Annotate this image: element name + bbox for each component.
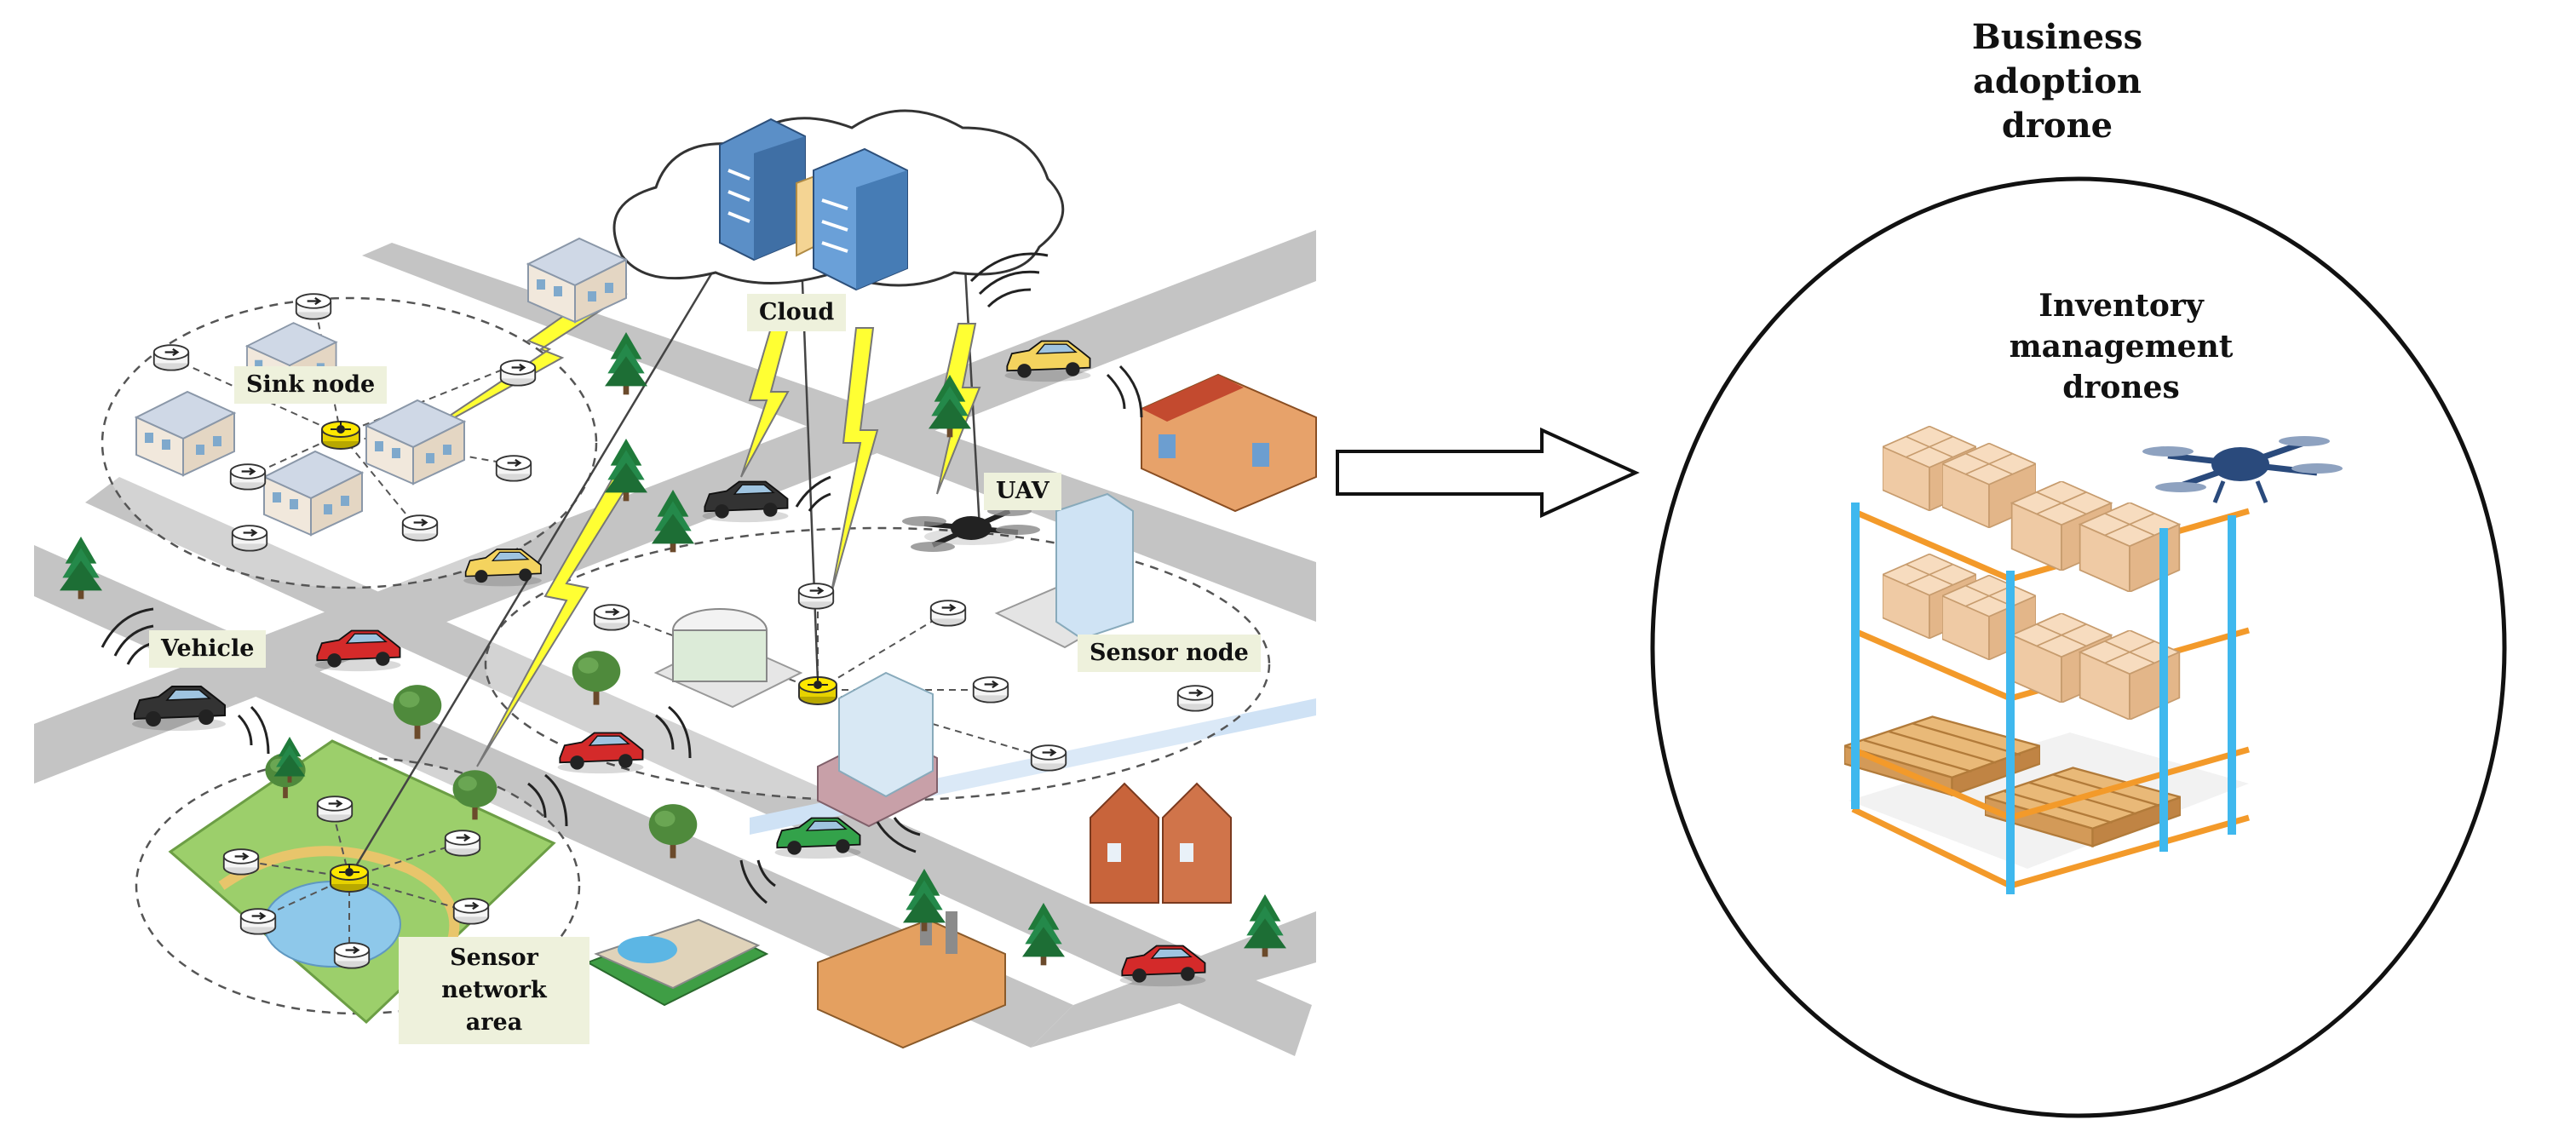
uav-label: UAV [984,473,1061,510]
sensor-node-icon [444,830,481,857]
sensor-node-icon [295,293,332,320]
sensor-node-icon [152,344,190,371]
inventory-title: Inventory management drones [1959,285,2283,408]
sensor-node-icon [316,796,354,823]
sensor-node-label: Sensor node [1078,635,1261,672]
sensor-network-area-line-3: area [465,1009,523,1036]
sink-node-label: Sink node [234,366,388,404]
vehicle-label: Vehicle [149,630,267,668]
sensor-network-area-label: Sensor network area [399,937,589,1044]
pool-building-icon [585,918,769,1007]
sensor-node-icon [499,359,537,387]
buildings [135,238,1317,1049]
cloud-label: Cloud [747,294,847,331]
restaurant-building-icon [1141,373,1317,513]
warehouse-shelf [1844,426,2250,894]
sink-node-icon [321,420,360,450]
business-title-line-3: drone [2001,106,2113,146]
sink-node-icon [330,863,369,893]
sensor-node-icon [222,848,260,876]
sensor-node-icon [1030,744,1067,772]
round-office-icon [653,608,803,709]
business-title-line-1: Business [1971,17,2143,57]
arrow-icon [1336,427,1640,519]
sensor-node-icon [1176,685,1214,712]
sensor-node-icon [333,942,371,969]
cloud-icon [612,109,1065,291]
townhouse-icon [1090,782,1232,904]
drone-icon [2142,436,2343,503]
sensor-node-icon [593,604,630,631]
inventory-title-line-2: management [2009,329,2234,365]
server-building-icon [719,118,908,291]
sensor-node-icon [929,600,967,627]
sensor-network-area-line-1: Sensor [450,945,538,971]
sink-node-icon [798,675,837,705]
tree-icon [605,439,647,502]
sensor-node-icon [495,455,532,482]
business-title-line-2: adoption [1973,61,2142,101]
sensor-node-icon [239,908,277,935]
sensor-node-icon [797,583,835,610]
sensor-node-icon [229,463,267,491]
sensor-node-icon [401,514,439,542]
office-tower-icon [994,492,1134,649]
inventory-title-line-3: drones [2062,370,2180,405]
inventory-title-line-1: Inventory [2038,288,2204,324]
sensor-node-icon [452,898,490,925]
sensor-network-area-line-2: network [441,977,547,1003]
business-title: Business adoption drone [1917,15,2198,148]
glass-tower-icon [817,671,938,828]
sensor-node-icon [972,676,1009,704]
sensor-node-icon [231,525,268,552]
wireless-arcs [101,252,1143,905]
